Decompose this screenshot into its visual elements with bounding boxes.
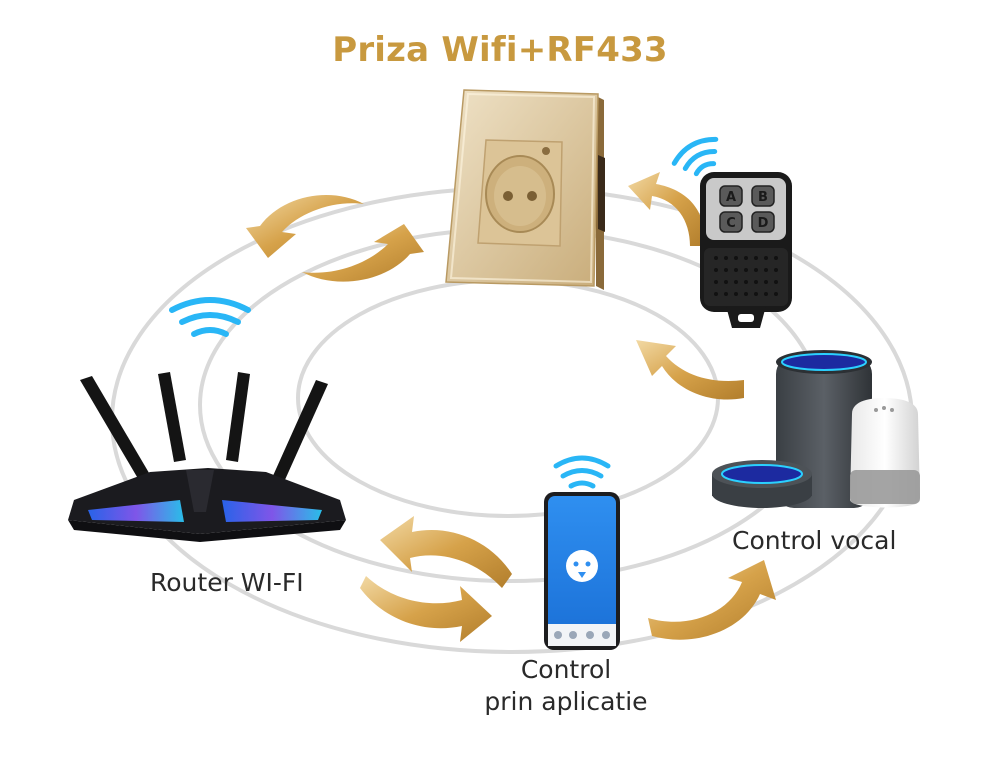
sync-arrows-icon [360, 516, 512, 642]
remote-button-d: D [758, 216, 769, 231]
wall-socket-icon [445, 89, 605, 290]
remote-button-a: A [726, 190, 736, 205]
remote-button-b: B [758, 190, 768, 205]
voice-control-label: Control vocal [732, 526, 897, 555]
smart-speaker-icon [850, 398, 920, 508]
router-label: Router WI-FI [150, 568, 304, 597]
router-icon [68, 372, 346, 542]
remote-control-icon: A B C D [700, 172, 792, 328]
page-title: Priza Wifi+RF433 [332, 30, 668, 70]
app-control-label-line1: Control [520, 655, 612, 684]
remote-button-c: C [726, 216, 736, 231]
wifi-icon [169, 297, 251, 337]
sync-arrows-icon [246, 195, 424, 282]
inner-ring [296, 278, 720, 518]
wifi-icon [671, 136, 719, 177]
smart-speaker-icon [712, 460, 812, 508]
wifi-icon [553, 455, 611, 489]
app-control-label-line2: prin aplicatie [484, 687, 648, 716]
curved-arrow-icon [628, 172, 705, 246]
curved-arrow-icon [648, 560, 776, 640]
curved-arrow-icon [636, 340, 744, 400]
smartphone-icon [544, 492, 620, 650]
app-control-label: Control prin aplicatie [476, 654, 656, 718]
